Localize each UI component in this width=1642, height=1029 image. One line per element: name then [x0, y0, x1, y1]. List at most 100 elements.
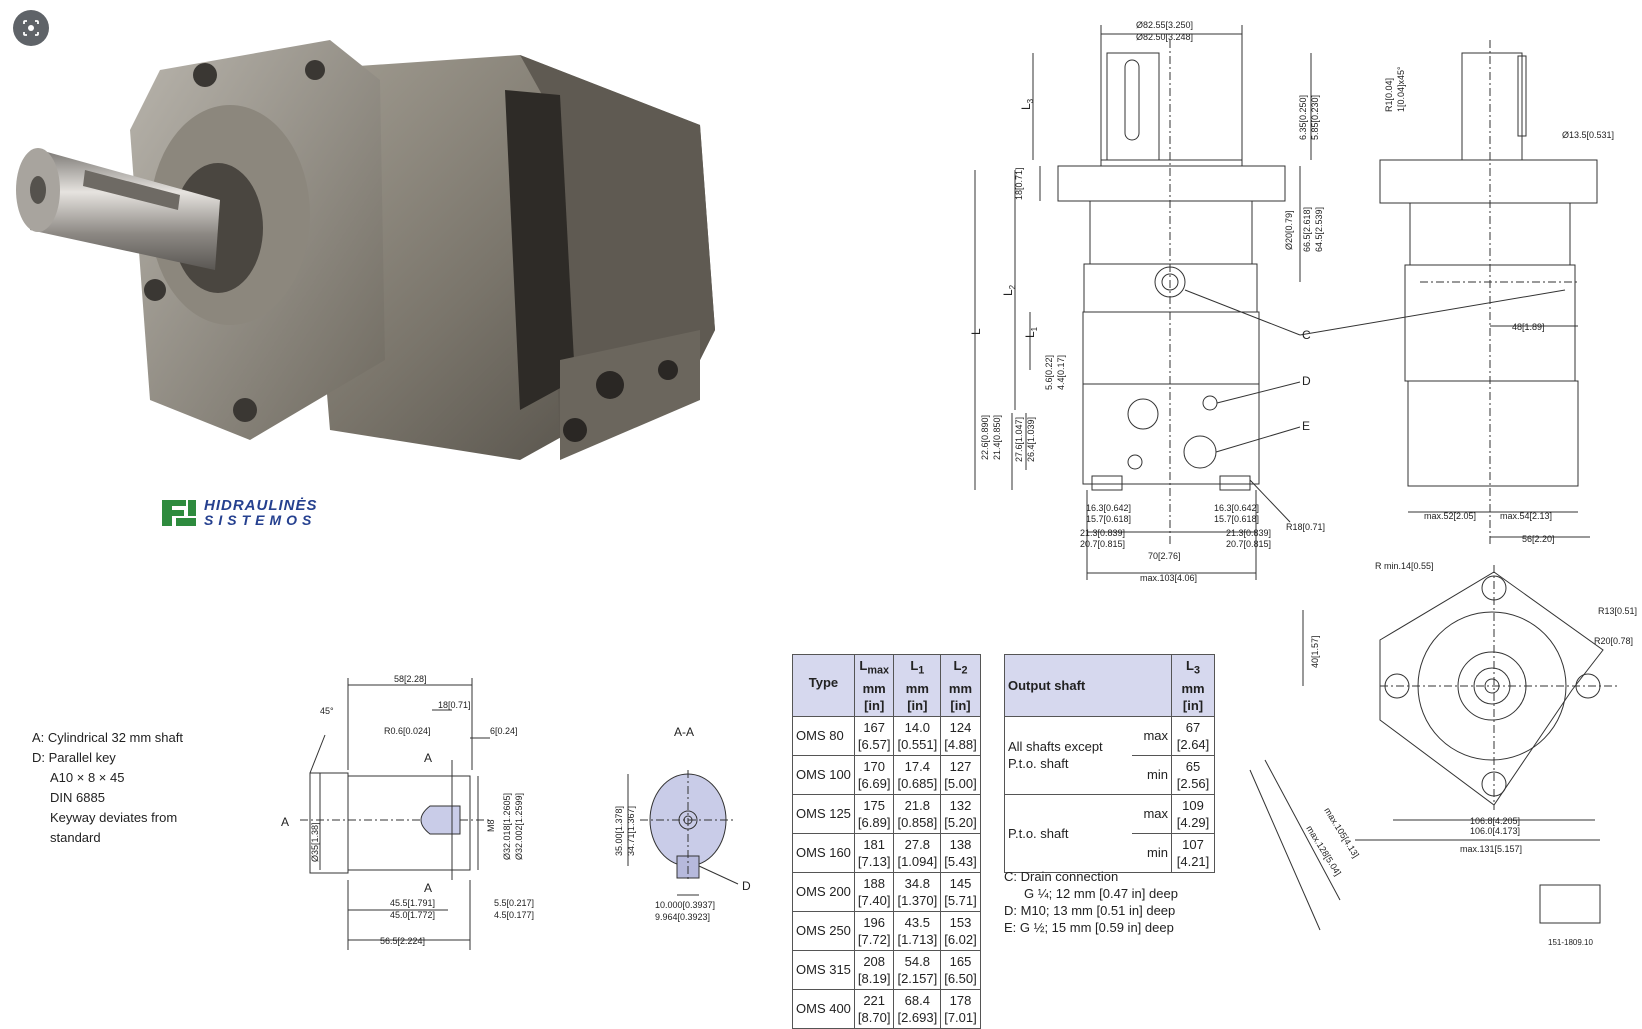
dim-l1: L1 [1023, 326, 1039, 338]
legend-line: E: G ½; 15 mm [0.59 in] deep [1004, 920, 1174, 935]
value-in: [0.858] [897, 814, 938, 830]
dim-max131: max.131[5.157] [1460, 844, 1522, 854]
value-mm: 175 [863, 797, 886, 813]
bottom-view [1249, 565, 1620, 931]
label-e: E [1302, 419, 1310, 433]
shaft-name-line2: P.t.o. shaft [1008, 756, 1069, 772]
shaft-name-line1: P.t.o. shaft [1008, 825, 1069, 841]
value-in: [6.02] [944, 931, 977, 947]
dim-rmin: R min.14[0.55] [1375, 561, 1434, 571]
value-in: [0.551] [897, 736, 938, 752]
value-mm: 107 [1182, 836, 1204, 852]
value-in: [4.21] [1176, 853, 1210, 869]
company-logo: HIDRAULINĖS SISTEMOS [160, 496, 318, 530]
dim-w55b: 4.5[0.177] [494, 910, 534, 920]
legend-line: DIN 6885 [50, 790, 105, 805]
legend-line: D: M10; 13 mm [0.51 in] deep [1004, 903, 1176, 918]
dim-l2-letter: L [1001, 289, 1015, 296]
value-cell: 170[6.69] [853, 754, 895, 795]
value-cell: 124[4.88] [940, 715, 981, 756]
dim-wmax: max.103[4.06] [1140, 573, 1197, 583]
value-in: [7.40] [857, 892, 891, 908]
legend-line: D: Parallel key [32, 750, 116, 765]
dim-l2: L2 [1001, 284, 1017, 296]
header-main: Type [808, 675, 839, 690]
dim-l3-letter: L [1019, 103, 1033, 110]
shaft-name-cell: P.t.o. shaft [1004, 793, 1133, 873]
value-in: [1.370] [897, 892, 938, 908]
value-mm: 109 [1182, 797, 1204, 813]
value-in: [4.88] [944, 736, 977, 752]
dim-b7: 21.3[0.839] [1226, 528, 1271, 538]
dim-w48: 48[1.89] [1512, 322, 1545, 332]
header-symbol: Type [796, 674, 851, 697]
value-cell: 132[5.20] [940, 793, 981, 834]
value-in: [1.713] [897, 931, 938, 947]
dim-d32a: Ø32.018[1.2605] [502, 793, 512, 860]
dim-w45a: 45.5[1.791] [390, 898, 435, 908]
output-shaft-table: Output shaft L3 mm [in] All shafts excep… [1004, 654, 1215, 873]
value-in: [2.56] [1176, 775, 1210, 791]
type-cell: OMS 160 [792, 832, 855, 873]
value-mm: 68.4 [904, 992, 930, 1008]
dim-w58: 58[2.28] [394, 674, 427, 684]
dim-r20: R20[0.78] [1594, 636, 1633, 646]
dim-b1: 16.3[0.642] [1086, 503, 1131, 513]
drawing-code: 151-1809.10 [1548, 938, 1593, 947]
label-aa-bottom: A [424, 881, 432, 895]
legend-line: A10 × 8 × 45 [50, 770, 125, 785]
header-unit: mm [948, 680, 973, 696]
type-cell: OMS 100 [792, 754, 855, 795]
dim-b4: 20.7[0.815] [1080, 539, 1125, 549]
visual-search-button[interactable] [13, 10, 49, 46]
dim-w56: 56[2.20] [1522, 534, 1555, 544]
type-cell: OMS 250 [792, 910, 855, 951]
value-cell: 167[6.57] [853, 715, 895, 756]
dim-v1: 5.6[0.22] [1044, 355, 1054, 390]
value-mm: 127 [949, 758, 972, 774]
dim-w56: 56.5[2.224] [380, 936, 425, 946]
dim-angle: 45° [320, 706, 334, 716]
dim-w45b: 45.0[1.772] [390, 910, 435, 920]
dim-b5: 16.3[0.642] [1214, 503, 1259, 513]
header-unit2: [in] [907, 697, 928, 713]
value-cell: 127[5.00] [940, 754, 981, 795]
value-cell: 181[7.13] [853, 832, 895, 873]
value-in: [8.70] [857, 1009, 891, 1025]
dim-r18: R18[0.71] [1286, 522, 1325, 532]
dim-w18: 18[0.71] [438, 700, 471, 710]
dim-sec-h2: 34.71[1.367] [626, 806, 636, 856]
l3-header-sub: 3 [1193, 664, 1200, 677]
legend-line: A: Cylindrical 32 mm shaft [32, 730, 183, 745]
value-cell: 188[7.40] [853, 871, 895, 912]
type-cell: OMS 80 [792, 715, 855, 756]
header-main: L [953, 658, 962, 673]
min-value-cell: 107[4.21] [1171, 832, 1215, 873]
dim-m8: M8 [486, 819, 496, 832]
dim-h2: 64.5[2.539] [1314, 207, 1324, 252]
legend-line: Keyway deviates from [50, 810, 178, 825]
max-value-cell: 109[4.29] [1171, 793, 1215, 834]
value-in: [6.50] [944, 970, 977, 986]
max-label: max [1132, 715, 1173, 756]
max-value-cell: 67[2.64] [1171, 715, 1215, 756]
dim-b3: 21.3[0.839] [1080, 528, 1125, 538]
value-mm: 221 [863, 992, 886, 1008]
value-in: [5.71] [944, 892, 977, 908]
dim-sec-h1: 35.00[1.378] [614, 806, 624, 856]
header-symbol: L1 [897, 657, 937, 680]
logo-line1: HIDRAULINĖS [204, 497, 318, 514]
dim-w106b: 106.0[4.173] [1470, 826, 1520, 836]
front-view [974, 25, 1566, 580]
